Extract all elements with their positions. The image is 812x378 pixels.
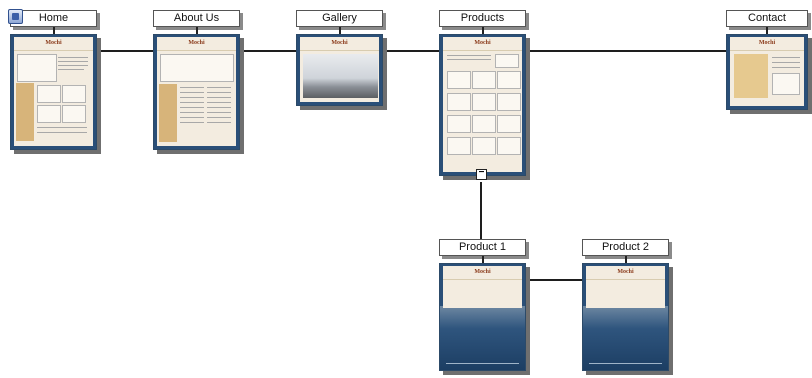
connector-about-gallery [240,50,296,52]
connector-home-about [97,50,153,52]
site-node-home[interactable]: Home Mochi [10,10,97,155]
node-label-product-2[interactable]: Product 2 [582,239,669,256]
thumbnail-header: Mochi [586,266,665,280]
node-label-gallery[interactable]: Gallery [296,10,383,27]
page-thumbnail-products[interactable]: Mochi [439,34,526,176]
connector-gallery-products [383,50,439,52]
site-node-product-2[interactable]: Product 2 Mochi [582,239,669,374]
site-node-gallery[interactable]: Gallery Mochi [296,10,383,110]
site-home-icon [8,9,23,24]
thumbnail-header: Mochi [443,266,522,280]
node-label-about-us[interactable]: About Us [153,10,240,27]
node-label-products[interactable]: Products [439,10,526,27]
connector-products-product1 [480,182,482,239]
site-node-contact[interactable]: Contact Mochi [726,10,808,110]
site-node-about-us[interactable]: About Us Mochi [153,10,240,155]
page-thumbnail-contact[interactable]: Mochi [726,34,808,110]
thumbnail-header: Mochi [300,37,379,51]
page-thumbnail-product-2[interactable]: Mochi [582,263,669,371]
site-node-products[interactable]: Products Mochi [439,10,526,180]
connector-products-contact [526,50,726,52]
node-label-home[interactable]: Home [10,10,97,27]
page-thumbnail-home[interactable]: Mochi [10,34,97,150]
page-thumbnail-gallery[interactable]: Mochi [296,34,383,106]
thumbnail-header: Mochi [157,37,236,51]
page-thumbnail-product-1[interactable]: Mochi [439,263,526,371]
node-label-product-1[interactable]: Product 1 [439,239,526,256]
connector-product1-product2 [526,279,582,281]
thumbnail-header: Mochi [14,37,93,51]
page-thumbnail-about-us[interactable]: Mochi [153,34,240,150]
site-node-product-1[interactable]: Product 1 Mochi [439,239,526,374]
node-label-contact[interactable]: Contact [726,10,808,27]
thumbnail-header: Mochi [730,37,804,51]
collapse-toggle-products[interactable]: − [476,169,487,180]
thumbnail-header: Mochi [443,37,522,51]
